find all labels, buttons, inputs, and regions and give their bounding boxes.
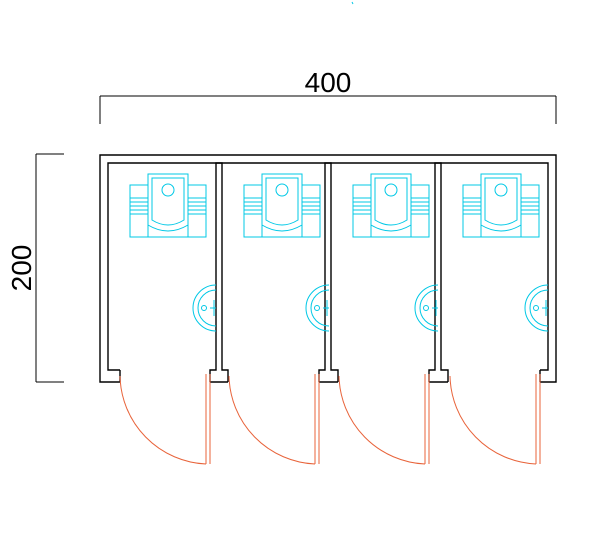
squat-toilet-icon [243, 173, 321, 238]
door-swing [449, 374, 541, 465]
partition-walls [209, 162, 449, 383]
outer-walls [99, 154, 557, 383]
top-marker [351, 1, 354, 5]
squat-toilet-icon [129, 173, 207, 238]
door-swing [119, 374, 211, 465]
squat-toilet-icon [462, 173, 540, 238]
height-dimension [35, 153, 64, 383]
squat-toilet-icon [352, 173, 430, 238]
width-dimension [99, 95, 557, 124]
door-swing [228, 374, 320, 465]
door-swing [338, 374, 430, 465]
width-dimension-label: 400 [305, 67, 352, 98]
wash-basin-icon [305, 284, 330, 332]
wash-basin-icon [192, 284, 217, 332]
wash-basin-icon [414, 284, 439, 332]
wash-basin-icon [524, 284, 549, 332]
height-dimension-label: 200 [6, 245, 37, 292]
